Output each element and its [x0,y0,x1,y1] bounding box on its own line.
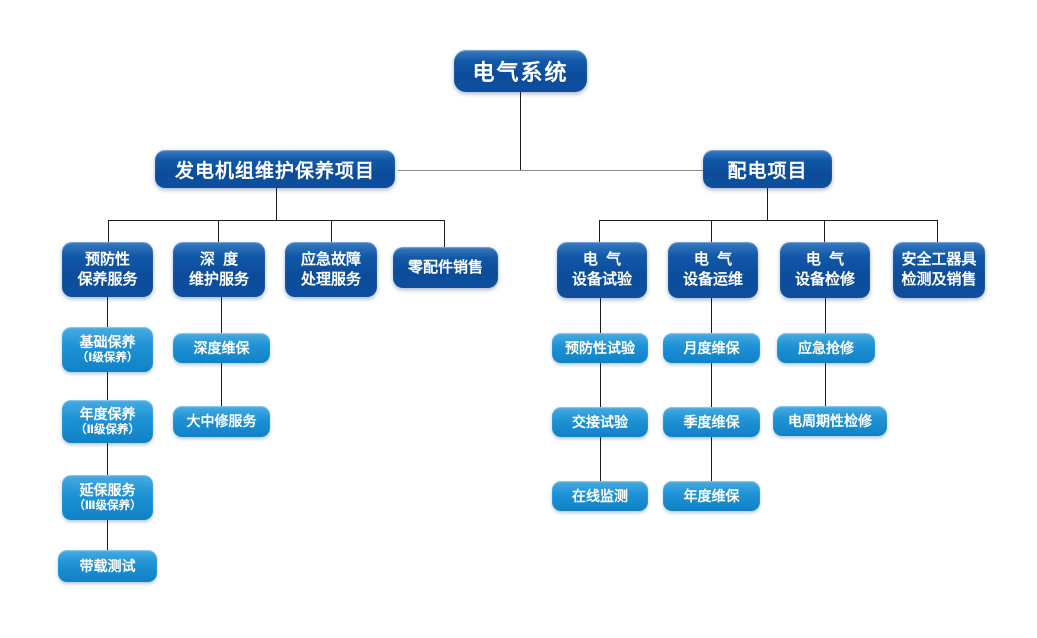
node-label: 应急故障 [300,250,361,268]
node-label: 大中修服务 [186,413,257,429]
connector-line [331,220,332,242]
node-label: 电 气 [805,251,845,268]
node-preventive-maintenance-service: 预防性 保养服务 [62,242,153,297]
connector-line [108,220,444,221]
node-label: 季度维保 [683,413,740,430]
node-label: 年度保养 [79,405,136,422]
connector-line [711,437,712,481]
node-extended-warranty-service: 延保服务 （Ⅲ级保养） [62,475,153,520]
node-deep-maintenance-service: 深 度 维护服务 [173,242,265,297]
node-annual-maintenance: 年度保养 （Ⅱ级保养） [62,400,153,443]
connector-line [937,220,938,242]
node-root-electrical-system: 电气系统 [454,50,587,92]
node-label: 深度维保 [193,339,250,356]
node-label: 处理服务 [300,270,361,288]
node-label: 深 度 [199,250,239,268]
node-load-testing: 带载测试 [58,550,157,582]
node-label: 应急抢修 [798,339,854,356]
node-branch-generator-maintenance: 发电机组维护保养项目 [155,150,395,188]
connector-line [108,220,109,242]
node-label: 预防性试验 [565,339,635,356]
node-label: 设备试验 [571,271,632,288]
node-electrical-equipment-overhaul: 电 气 设备检修 [780,242,870,298]
connector-line [221,363,222,406]
connector-line [444,220,445,247]
connector-line [107,443,108,475]
node-label: 设备运维 [682,271,743,288]
node-monthly-maintenance: 月度维保 [663,333,760,363]
connector-line [221,297,222,333]
node-major-repair-service: 大中修服务 [173,406,270,437]
node-label: 维护服务 [188,270,249,288]
node-quarterly-maintenance: 季度维保 [663,407,760,437]
node-yearly-maintenance: 年度维保 [663,481,760,511]
node-basic-maintenance: 基础保养 （Ⅰ级保养） [62,327,153,372]
node-spare-parts-sales: 零配件销售 [393,247,498,288]
node-emergency-fault-service: 应急故障 处理服务 [285,242,377,297]
node-label: 基础保养 [79,333,136,350]
node-label: （Ⅲ级保养） [73,499,142,512]
node-label: 电 气 [582,251,622,268]
connector-line [398,170,710,171]
node-handover-test: 交接试验 [552,407,648,437]
node-branch-power-distribution: 配电项目 [703,150,832,188]
node-label: 电 气 [693,251,733,268]
node-label: 保养服务 [77,270,138,288]
connector-line [711,298,712,333]
node-label: 年度维保 [683,487,740,504]
node-label: 延保服务 [79,481,136,498]
node-label: 电气系统 [472,60,569,85]
connector-line [599,220,937,221]
node-label: （Ⅰ级保养） [76,351,139,364]
node-label: 安全工器具 [901,251,977,268]
node-periodic-electrical-overhaul: 电周期性检修 [773,406,887,436]
node-deep-maintenance: 深度维保 [173,333,270,363]
connector-line [600,437,601,481]
connector-line [767,188,768,221]
node-label: （Ⅱ级保养） [74,423,141,436]
connector-line [600,363,601,407]
connector-line [107,520,108,550]
node-label: 带载测试 [79,557,136,574]
connector-line [107,297,108,327]
connector-line [599,220,600,242]
node-label: 配电项目 [727,160,808,182]
node-label: 在线监测 [572,487,628,504]
node-preventive-test: 预防性试验 [552,333,648,363]
node-online-monitoring: 在线监测 [552,481,648,511]
connector-line [276,188,277,221]
connector-line [825,298,826,333]
node-label: 设备检修 [794,271,855,288]
node-label: 月度维保 [683,339,740,356]
connector-line [824,220,825,242]
connector-line [825,363,826,406]
connector-line [218,220,219,242]
connector-line [711,220,712,242]
node-label: 零配件销售 [407,258,483,276]
node-electrical-equipment-testing: 电 气 设备试验 [557,242,647,298]
node-label: 电周期性检修 [788,412,872,429]
connector-line [600,298,601,333]
connector-line [711,363,712,407]
node-electrical-equipment-operation: 电 气 设备运维 [668,242,758,298]
node-label: 交接试验 [572,413,628,430]
node-safety-tools-testing-sales: 安全工器具 检测及销售 [893,242,985,298]
connector-line [107,372,108,400]
node-emergency-repair: 应急抢修 [777,333,875,363]
node-label: 发电机组维护保养项目 [174,160,375,182]
node-label: 检测及销售 [901,271,977,288]
connector-line [520,92,521,171]
node-label: 预防性 [84,250,130,268]
